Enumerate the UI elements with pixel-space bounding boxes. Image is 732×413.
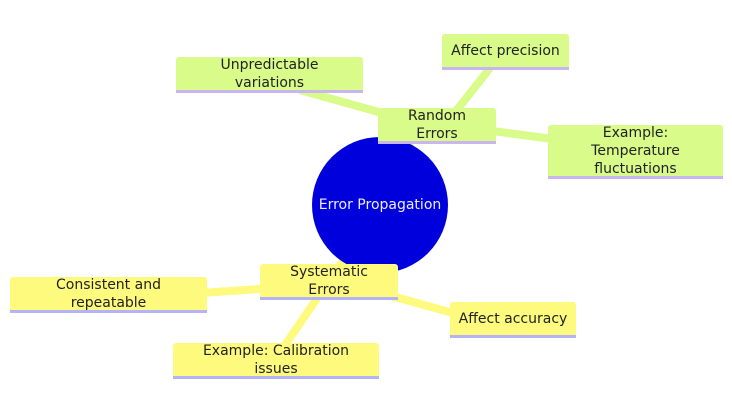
leaf-consistent-repeatable[interactable]: Consistent and repeatable	[10, 277, 207, 313]
root-node[interactable]: Error Propagation	[312, 137, 448, 273]
leaf-label: Example: Temperature fluctuations	[591, 124, 680, 177]
leaf-temperature-fluctuations[interactable]: Example: Temperature fluctuations	[548, 125, 723, 179]
branch-label: Random Errors	[408, 107, 466, 142]
link-systematic-calibration	[281, 294, 322, 348]
leaf-label: Consistent and repeatable	[56, 276, 161, 311]
branch-random-errors[interactable]: Random Errors	[378, 108, 496, 144]
leaf-label: Affect precision	[451, 42, 560, 59]
leaf-affect-precision[interactable]: Affect precision	[442, 34, 569, 70]
leaf-label: Affect accuracy	[458, 310, 568, 327]
root-label: Error Propagation	[318, 197, 442, 213]
leaf-unpredictable-variations[interactable]: Unpredictable variations	[176, 57, 363, 93]
branch-label: Systematic Errors	[290, 263, 368, 298]
branch-systematic-errors[interactable]: Systematic Errors	[260, 264, 398, 300]
leaf-label: Example: Calibration issues	[202, 342, 350, 377]
leaf-calibration-issues[interactable]: Example: Calibration issues	[173, 343, 379, 379]
leaf-label: Unpredictable variations	[220, 56, 319, 91]
leaf-affect-accuracy[interactable]: Affect accuracy	[450, 302, 576, 338]
